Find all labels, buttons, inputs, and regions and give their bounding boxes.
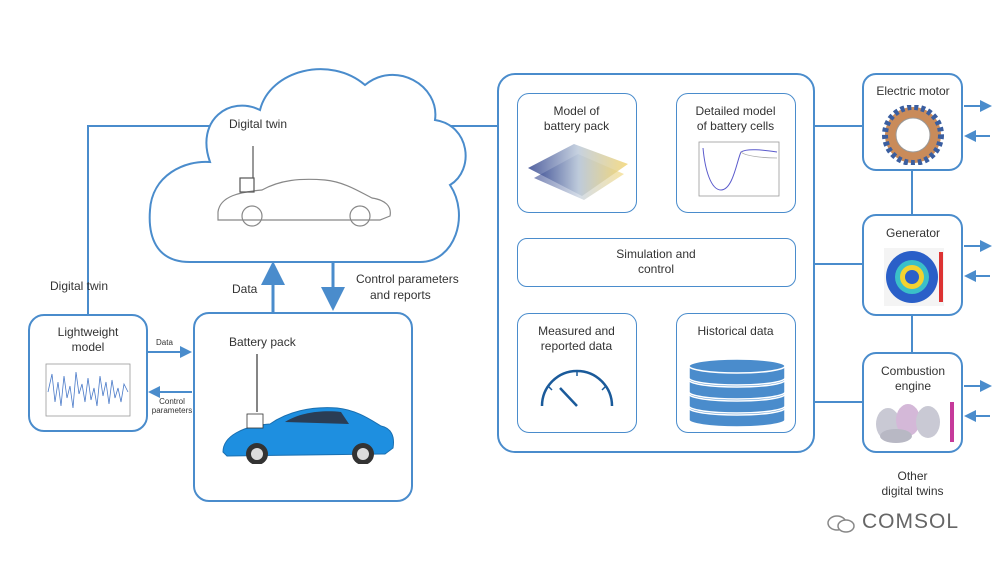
blue-car-icon bbox=[222, 354, 394, 464]
model-pack-label-1: Model of bbox=[553, 104, 600, 118]
small-control-label-2: parameters bbox=[151, 406, 193, 415]
brand-name: COMSOL bbox=[862, 510, 960, 533]
combustion-engine-card[interactable]: Combustion engine bbox=[862, 352, 963, 453]
electric-motor-card[interactable]: Electric motor bbox=[862, 73, 963, 171]
time-series-plot-icon bbox=[45, 363, 131, 417]
database-icon bbox=[688, 358, 786, 428]
battery-pack-box[interactable]: Battery pack bbox=[193, 312, 413, 502]
sim-label-1: Simulation and bbox=[616, 247, 696, 261]
battery-cells-card[interactable]: Detailed model of battery cells bbox=[676, 93, 796, 213]
measured-label-2: reported data bbox=[540, 339, 613, 353]
generator-card[interactable]: Generator bbox=[862, 214, 963, 316]
generator-label: Generator bbox=[885, 226, 941, 240]
engine-label-2: engine bbox=[894, 379, 932, 393]
historical-data-card[interactable]: Historical data bbox=[676, 313, 796, 433]
engine-icon bbox=[876, 402, 954, 443]
motor-icon bbox=[882, 105, 944, 165]
other-twins-label-2: digital twins bbox=[881, 484, 944, 498]
simulation-control-card[interactable]: Simulation and control bbox=[517, 238, 796, 287]
generator-icon bbox=[884, 248, 944, 306]
sim-label-2: control bbox=[637, 262, 675, 276]
small-control-label-1: Control bbox=[159, 397, 185, 406]
lightweight-model-box[interactable]: Lightweight model bbox=[28, 314, 148, 432]
historical-label: Historical data bbox=[697, 324, 774, 338]
engine-label-1: Combustion bbox=[880, 364, 946, 378]
measured-data-card[interactable]: Measured and reported data bbox=[517, 313, 637, 433]
measured-label-1: Measured and bbox=[538, 324, 615, 338]
other-twins-label-1: Other bbox=[897, 469, 928, 483]
cell-curve-plot-icon bbox=[698, 141, 780, 197]
chat-bubble-icon bbox=[827, 515, 855, 533]
battery-pack-label: Battery pack bbox=[229, 335, 296, 349]
gauge-icon bbox=[540, 369, 614, 407]
battery-pack-model-icon bbox=[528, 144, 628, 200]
lightweight-cloud-link bbox=[87, 125, 218, 314]
lightweight-label-2: model bbox=[71, 340, 105, 354]
brand-logo: COMSOL bbox=[826, 510, 976, 536]
motor-label: Electric motor bbox=[876, 84, 950, 98]
control-label-2: and reports bbox=[370, 288, 431, 302]
digital-twin-side-label: Digital twin bbox=[50, 279, 109, 293]
cells-label-1: Detailed model bbox=[695, 104, 776, 118]
data-up-label: Data bbox=[232, 282, 258, 296]
small-data-label: Data bbox=[156, 338, 173, 347]
model-pack-label-2: battery pack bbox=[543, 119, 610, 133]
cloud-label: Digital twin bbox=[228, 117, 288, 131]
lightweight-label-1: Lightweight bbox=[57, 325, 119, 339]
outline-car-icon bbox=[217, 146, 391, 227]
cells-label-2: of battery cells bbox=[696, 119, 775, 133]
model-battery-pack-card[interactable]: Model of battery pack bbox=[517, 93, 637, 213]
control-label-1: Control parameters bbox=[356, 272, 459, 286]
